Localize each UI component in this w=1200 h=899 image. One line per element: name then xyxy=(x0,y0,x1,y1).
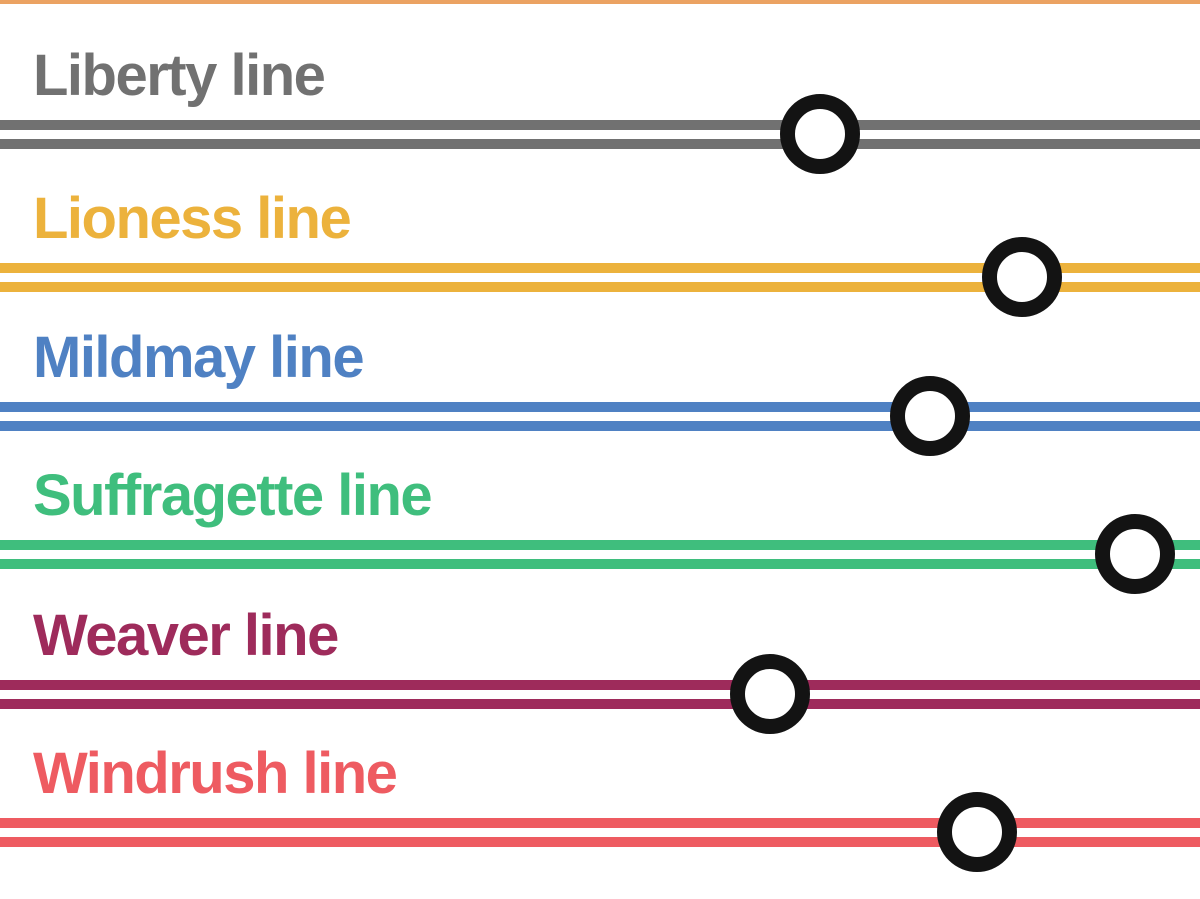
line-track xyxy=(0,376,1200,456)
line-stripe-top xyxy=(0,120,1200,130)
line-name-label: Windrush line xyxy=(33,741,398,806)
line-stripe-top xyxy=(0,680,1200,690)
line-name-label: Suffragette line xyxy=(33,463,433,528)
line-stripe-bottom xyxy=(0,421,1200,431)
top-border xyxy=(0,0,1200,4)
line-name-label: Weaver line xyxy=(33,603,339,668)
line-stripe-bottom xyxy=(0,139,1200,149)
line-stripe-top xyxy=(0,263,1200,273)
station-circle-icon xyxy=(937,792,1017,872)
line-stripe-top xyxy=(0,540,1200,550)
line-stripe-bottom xyxy=(0,282,1200,292)
line-track xyxy=(0,792,1200,872)
line-stripe-bottom xyxy=(0,699,1200,709)
line-stripe-bottom xyxy=(0,837,1200,847)
line-name-label: Mildmay line xyxy=(33,325,365,390)
line-stripe-top xyxy=(0,818,1200,828)
line-track xyxy=(0,514,1200,594)
line-stripe-bottom xyxy=(0,559,1200,569)
line-name-label: Lioness line xyxy=(33,186,352,251)
line-name-label: Liberty line xyxy=(33,43,326,108)
station-circle-icon xyxy=(890,376,970,456)
line-stripe-top xyxy=(0,402,1200,412)
